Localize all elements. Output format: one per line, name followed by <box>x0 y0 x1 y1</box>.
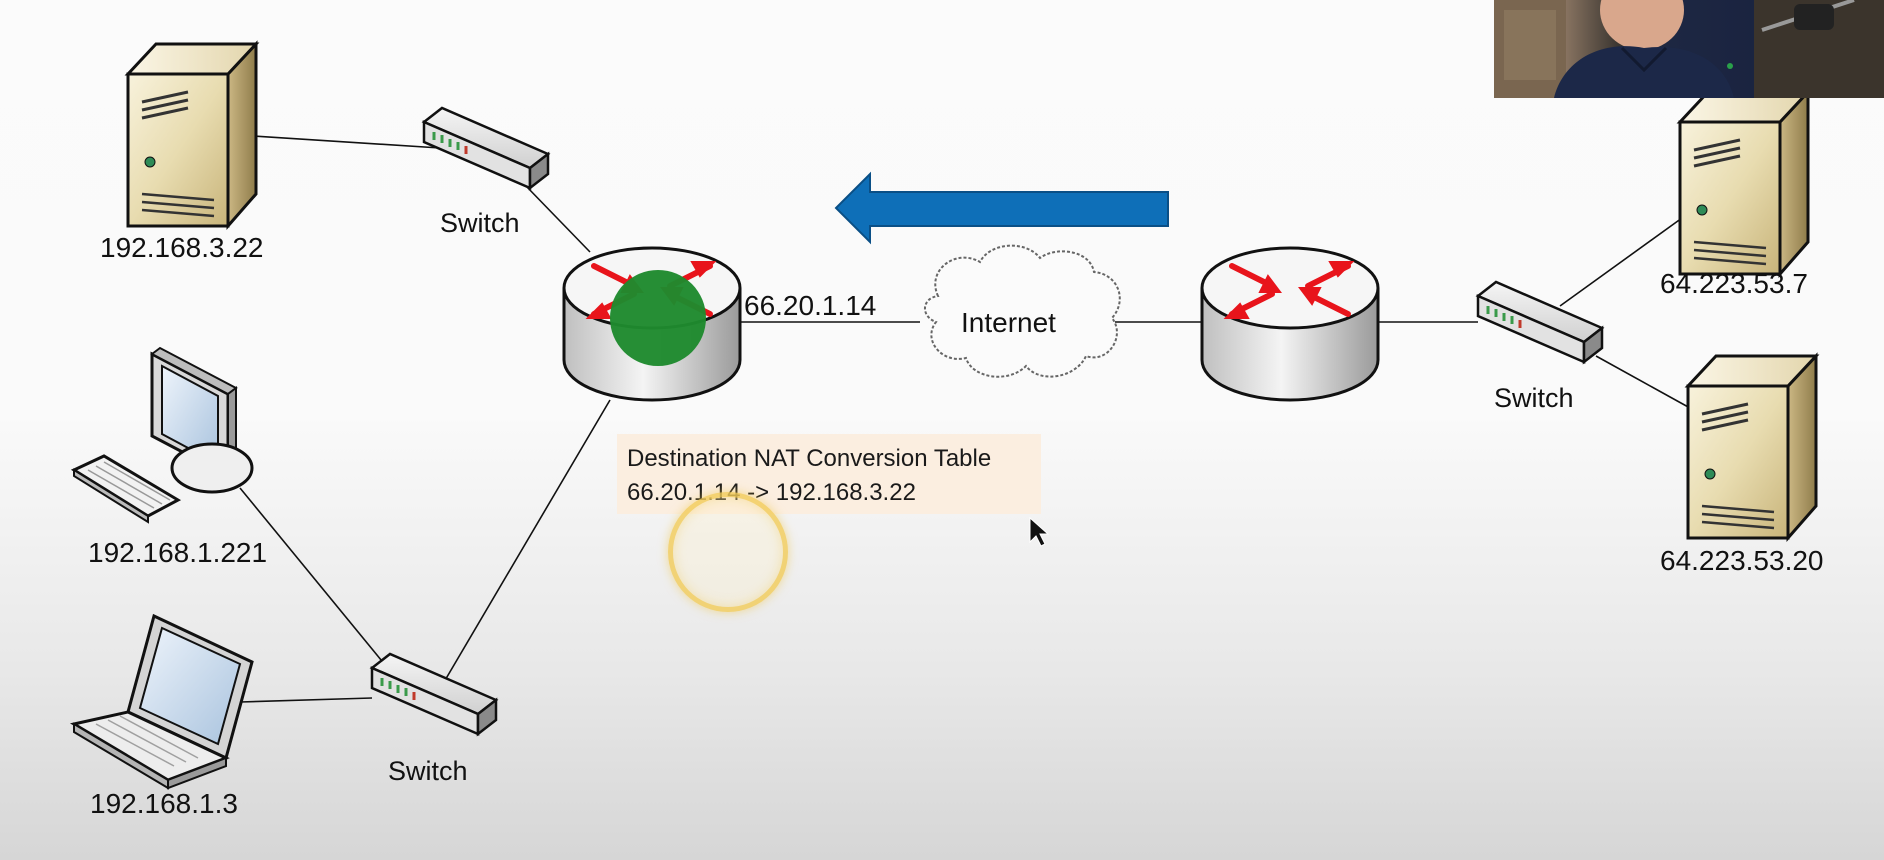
arrow-left-icon <box>834 171 1169 245</box>
server-icon <box>1678 90 1810 276</box>
desktop-icon <box>70 346 254 524</box>
server-icon <box>1686 354 1818 540</box>
server-ip-label: 64.223.53.7 <box>1660 268 1808 299</box>
switch-icon <box>1476 280 1604 364</box>
desktop-ip-label: 192.168.1.221 <box>88 537 267 568</box>
cloud-icon <box>924 244 1121 378</box>
internet-label: Internet <box>961 307 1056 338</box>
laptop-icon <box>69 613 254 790</box>
highlight-marker <box>610 270 706 366</box>
server-ip-label: 64.223.53.20 <box>1660 545 1824 576</box>
webcam-overlay <box>1494 0 1884 98</box>
router-icon <box>1202 248 1378 400</box>
switch-label: Switch <box>388 756 468 786</box>
nat-table-title: Destination NAT Conversion Table <box>627 445 992 472</box>
cursor-icon <box>1029 516 1050 547</box>
connection-lines <box>239 135 1691 703</box>
server-icon <box>126 42 258 228</box>
switch-label: Switch <box>440 208 520 238</box>
server-ip-label: 192.168.3.22 <box>100 232 264 263</box>
nat-table-entry: 66.20.1.14 -> 192.168.3.22 <box>627 479 916 506</box>
switch-label: Switch <box>1494 383 1574 413</box>
switch-icon <box>422 106 550 190</box>
nat-table: Destination NAT Conversion Table 66.20.1… <box>617 434 1041 514</box>
switch-icon <box>370 652 498 736</box>
click-highlight <box>668 492 788 612</box>
router-ip-label: 66.20.1.14 <box>744 290 876 321</box>
laptop-ip-label: 192.168.1.3 <box>90 788 238 819</box>
